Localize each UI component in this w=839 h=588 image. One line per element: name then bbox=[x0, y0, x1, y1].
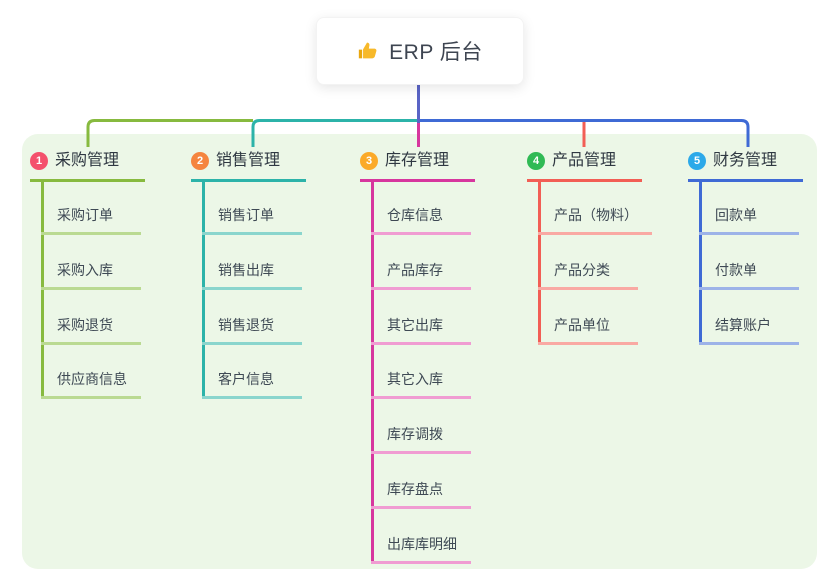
node-purchase-order[interactable]: 采购订单 bbox=[41, 205, 141, 235]
node-product-material[interactable]: 产品（物料） bbox=[538, 205, 652, 235]
node-sales-return[interactable]: 销售退货 bbox=[202, 315, 302, 345]
branches-background-panel bbox=[22, 134, 817, 569]
node-product-stock[interactable]: 产品库存 bbox=[371, 260, 471, 290]
node-collection-doc[interactable]: 回款单 bbox=[699, 205, 799, 235]
branch-2-badge: 2 bbox=[191, 152, 209, 170]
node-customer-info[interactable]: 客户信息 bbox=[202, 369, 302, 400]
branch-1-badge: 1 bbox=[30, 152, 48, 170]
root-node-erp[interactable]: ERP 后台 bbox=[316, 17, 524, 85]
node-warehouse-info[interactable]: 仓库信息 bbox=[371, 205, 471, 235]
branch-2-label: 销售管理 bbox=[216, 152, 281, 169]
node-purchase-return[interactable]: 采购退货 bbox=[41, 315, 141, 345]
node-purchase-mgmt[interactable]: 1 采购管理 bbox=[30, 151, 145, 182]
node-purchase-inbound[interactable]: 采购入库 bbox=[41, 260, 141, 290]
node-supplier-info[interactable]: 供应商信息 bbox=[41, 369, 141, 400]
node-product-unit[interactable]: 产品单位 bbox=[538, 315, 638, 345]
branch-5-label: 财务管理 bbox=[713, 152, 778, 169]
branch-4-trunk-line bbox=[538, 180, 541, 345]
branch-1-label: 采购管理 bbox=[55, 152, 120, 169]
node-outbound-detail[interactable]: 出库库明细 bbox=[371, 534, 471, 564]
branch-3-label: 库存管理 bbox=[385, 152, 450, 169]
node-settlement-account[interactable]: 结算账户 bbox=[699, 315, 799, 345]
node-stock-count[interactable]: 库存盘点 bbox=[371, 479, 471, 509]
root-node-label: ERP 后台 bbox=[389, 41, 483, 64]
node-other-inbound[interactable]: 其它入库 bbox=[371, 369, 471, 400]
node-product-category[interactable]: 产品分类 bbox=[538, 260, 638, 290]
node-sales-order[interactable]: 销售订单 bbox=[202, 205, 302, 235]
node-other-outbound[interactable]: 其它出库 bbox=[371, 315, 471, 345]
branch-4-label: 产品管理 bbox=[552, 152, 617, 169]
node-sales-mgmt[interactable]: 2 销售管理 bbox=[191, 151, 306, 182]
node-stock-transfer[interactable]: 库存调拨 bbox=[371, 424, 471, 455]
branch-4-badge: 4 bbox=[527, 152, 545, 170]
node-inventory-mgmt[interactable]: 3 库存管理 bbox=[360, 151, 475, 182]
branch-3-badge: 3 bbox=[360, 152, 378, 170]
branch-5-trunk-line bbox=[699, 180, 702, 345]
node-product-mgmt[interactable]: 4 产品管理 bbox=[527, 151, 642, 182]
node-payment-doc[interactable]: 付款单 bbox=[699, 260, 799, 290]
node-sales-outbound[interactable]: 销售出库 bbox=[202, 260, 302, 290]
node-finance-mgmt[interactable]: 5 财务管理 bbox=[688, 151, 803, 182]
thumbs-up-icon bbox=[359, 42, 377, 59]
branch-5-badge: 5 bbox=[688, 152, 706, 170]
branch-3-trunk-line bbox=[371, 180, 374, 564]
